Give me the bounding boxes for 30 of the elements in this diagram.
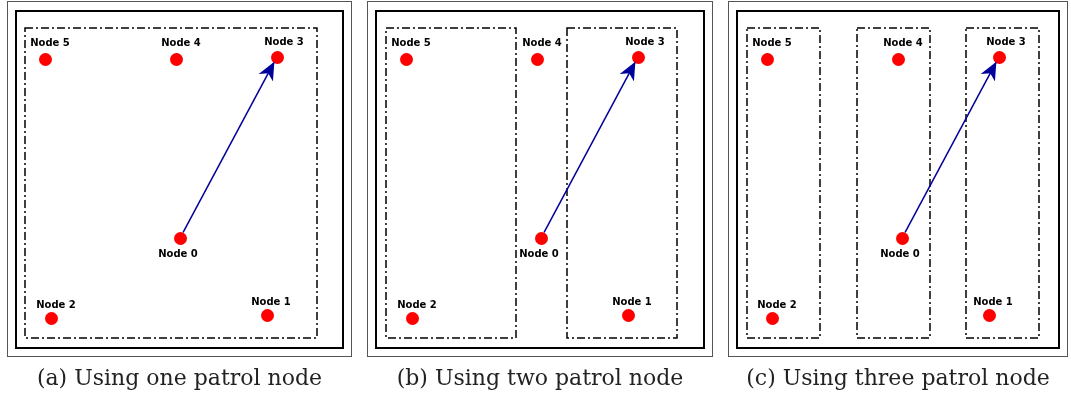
node-label: Node 4 [882, 37, 924, 49]
node-label: Node 5 [751, 37, 793, 49]
panel-caption: (c) Using three patrol node [745, 365, 1051, 390]
arrow [543, 61, 636, 234]
patrol-region [24, 27, 318, 339]
patrol-region [566, 27, 678, 339]
patrol-region [965, 27, 1040, 339]
node-label: Node 4 [521, 37, 563, 49]
node-label: Node 1 [611, 296, 653, 308]
arrow [904, 61, 997, 234]
patrol-region [385, 27, 517, 339]
node-label: Node 3 [624, 36, 666, 48]
node-label: Node 1 [250, 296, 292, 308]
panel-caption: (b) Using two patrol node [395, 365, 685, 390]
node-label: Node 5 [390, 37, 432, 49]
node-label: Node 2 [35, 299, 77, 311]
node-label: Node 5 [29, 37, 71, 49]
node-label: Node 0 [157, 248, 199, 260]
node-label: Node 1 [972, 296, 1014, 308]
arrow [182, 61, 275, 234]
node-label: Node 3 [985, 36, 1027, 48]
node-label: Node 3 [263, 36, 305, 48]
node-label: Node 2 [756, 299, 798, 311]
panel-caption: (a) Using one patrol node [35, 365, 324, 390]
node-label: Node 0 [518, 248, 560, 260]
patrol-region [746, 27, 821, 339]
node-label: Node 2 [396, 299, 438, 311]
node-label: Node 4 [160, 37, 202, 49]
patrol-region [856, 27, 931, 339]
node-label: Node 0 [879, 248, 921, 260]
